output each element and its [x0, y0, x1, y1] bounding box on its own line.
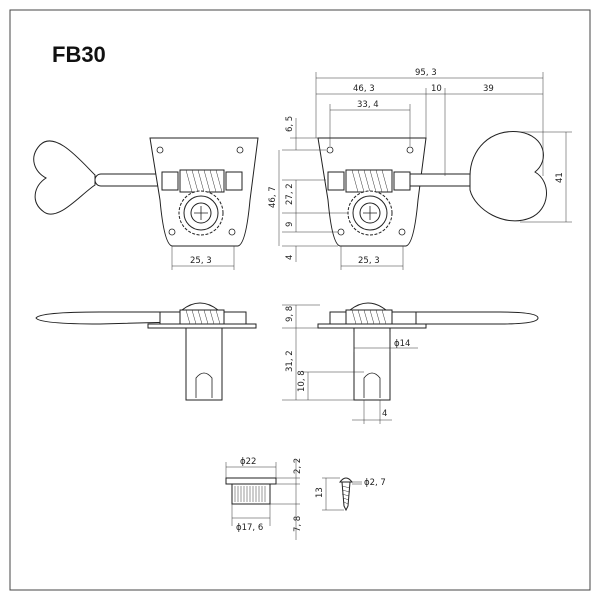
dim-10: 10 [431, 84, 442, 94]
sheet-border [9, 9, 591, 591]
left-worm-bushing [225, 171, 243, 191]
left-tuner-shaft [94, 173, 166, 187]
bushing-body [231, 483, 271, 505]
left-screw-hole [168, 228, 176, 236]
dim-46-7: 46, 7 [268, 186, 278, 208]
dim-6-5: 6, 5 [285, 116, 295, 132]
left-screw-hole [236, 146, 244, 154]
dim-31-2: 31, 2 [285, 350, 295, 372]
right-tuner-button [469, 131, 547, 222]
left-screw-hole [228, 228, 236, 236]
phillips-icon [194, 206, 208, 220]
dim-4-top: 4 [285, 255, 295, 260]
left-tuner-side-view [35, 302, 257, 401]
dim-95-3: 95, 3 [415, 68, 437, 78]
dim-phi-17-6: ϕ17, 6 [236, 523, 263, 533]
left-worm-gear [179, 169, 225, 193]
right-worm-bushing [393, 171, 411, 191]
screw-detail: ϕ2, 7 13 [315, 477, 386, 512]
bushing-knurl [234, 486, 266, 502]
model-title: FB30 [52, 42, 106, 67]
dim-4-bottom: 4 [382, 409, 387, 419]
dim-phi-22: ϕ22 [240, 457, 256, 467]
left-worm-bushing [161, 171, 179, 191]
dim-7-8: 7, 8 [293, 516, 303, 532]
left-tuner-front-view: 25, 3 [33, 137, 259, 270]
right-worm-bushing [327, 171, 345, 191]
right-screw-hole [326, 146, 334, 154]
right-tuner-shaft [399, 173, 481, 187]
phillips-icon [363, 206, 377, 220]
right-side-button [415, 311, 539, 325]
dim-39: 39 [483, 84, 494, 94]
dim-33-4: 33, 4 [357, 100, 379, 110]
bushing-detail: ϕ22 ϕ17, 6 2, 2 7, 8 [225, 457, 303, 540]
dim-phi-2-7: ϕ2, 7 [364, 478, 386, 488]
dim-9-8: 9, 8 [285, 306, 295, 322]
screw-shank [341, 481, 351, 512]
right-side-plate [317, 323, 427, 329]
left-side-post [185, 327, 223, 401]
right-side-cap [348, 302, 388, 311]
dim-46-3: 46, 3 [353, 84, 375, 94]
right-side-post [353, 327, 391, 401]
screw-head [338, 477, 354, 483]
dim-25-3-right: 25, 3 [358, 256, 380, 266]
dim-13: 13 [315, 487, 325, 498]
dim-41: 41 [555, 172, 565, 183]
right-tuner-side-view: 9, 8 31, 2 10, 8 ϕ14 4 [282, 302, 539, 424]
right-screw-hole [398, 228, 406, 236]
dim-10-8: 10, 8 [297, 370, 307, 392]
left-side-plate [147, 323, 257, 329]
bushing-flange [225, 477, 277, 485]
dim-9: 9 [285, 222, 295, 227]
left-tuner-button [33, 140, 96, 215]
dim-27-2: 27, 2 [285, 183, 295, 205]
dim-25-3-left: 25, 3 [190, 256, 212, 266]
right-tuner-front-view: 95, 3 46, 3 10 39 33, 4 6, 5 46, 7 27, 2 [268, 68, 572, 270]
dim-phi-14: ϕ14 [394, 339, 410, 349]
left-post-slot [195, 372, 213, 398]
right-screw-hole [406, 146, 414, 154]
right-side-worm [345, 309, 393, 325]
left-side-cap [180, 302, 220, 311]
right-post-slot [363, 372, 381, 398]
dim-2-2: 2, 2 [293, 458, 303, 474]
left-screw-hole [156, 146, 164, 154]
left-side-button [35, 311, 179, 325]
